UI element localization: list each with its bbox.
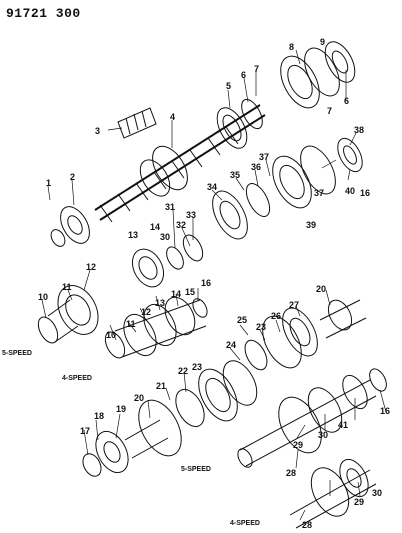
callout-39: 39 bbox=[306, 220, 317, 230]
callout-37-right: 37 bbox=[314, 188, 325, 198]
callout-28-top: 28 bbox=[286, 468, 297, 478]
callout-15: 15 bbox=[185, 287, 196, 297]
part-number-title: 91721 300 bbox=[6, 6, 81, 21]
callout-11-mid: 11 bbox=[126, 319, 136, 329]
callout-3: 3 bbox=[95, 126, 101, 136]
cluster-gear-5-speed bbox=[37, 285, 99, 344]
callout-10-mid: 10 bbox=[106, 330, 117, 340]
callout-35: 35 bbox=[230, 170, 241, 180]
callout-28-bottom: 28 bbox=[302, 520, 313, 530]
ring-set bbox=[131, 234, 204, 288]
callout-4: 4 bbox=[170, 112, 176, 122]
synchronizer-sleeve bbox=[198, 360, 258, 422]
callout-1: 1 bbox=[46, 178, 52, 188]
gear-set-upper bbox=[244, 299, 367, 371]
callout-18: 18 bbox=[94, 411, 105, 421]
callout-31: 31 bbox=[165, 202, 176, 212]
output-shaft-gears bbox=[82, 388, 205, 477]
callout-16-bottom: 16 bbox=[380, 406, 391, 416]
callout-14-mid: 14 bbox=[171, 289, 182, 299]
callout-14-top: 14 bbox=[150, 222, 161, 232]
callout-26: 26 bbox=[271, 311, 282, 321]
callout-33: 33 bbox=[186, 210, 197, 220]
callout-6: 6 bbox=[241, 70, 247, 80]
callout-23-left: 23 bbox=[192, 362, 203, 372]
callout-7-right: 7 bbox=[327, 106, 333, 116]
callout-19: 19 bbox=[116, 404, 127, 414]
mainshaft-5-speed bbox=[237, 368, 387, 468]
bearing bbox=[50, 206, 90, 247]
callout-34: 34 bbox=[207, 182, 218, 192]
callout-6-right: 6 bbox=[344, 96, 350, 106]
callout-10-top: 10 bbox=[38, 292, 49, 302]
leader-lines bbox=[41, 49, 387, 521]
callout-30-top: 30 bbox=[160, 232, 171, 242]
callout-37: 37 bbox=[259, 152, 270, 162]
callout-41: 41 bbox=[338, 420, 349, 430]
callout-17: 17 bbox=[80, 426, 91, 436]
input-shaft bbox=[94, 104, 266, 223]
callout-38: 38 bbox=[354, 125, 365, 135]
callout-13-top: 13 bbox=[128, 230, 139, 240]
cluster-gear-4-speed bbox=[104, 296, 208, 359]
callout-2: 2 bbox=[70, 172, 76, 182]
callout-9: 9 bbox=[320, 37, 326, 47]
callout-29-bottom: 29 bbox=[354, 497, 365, 507]
callout-20-right: 20 bbox=[316, 284, 327, 294]
callout-24: 24 bbox=[226, 340, 237, 350]
mainshaft-4-speed bbox=[289, 458, 377, 529]
callout-16-top: 16 bbox=[360, 188, 371, 198]
synchronizer-group-middle bbox=[212, 137, 363, 240]
callout-11-top: 11 bbox=[62, 282, 72, 292]
callout-8: 8 bbox=[289, 42, 295, 52]
callout-30-bottom: 30 bbox=[372, 488, 383, 498]
callout-22: 22 bbox=[178, 366, 189, 376]
callout-20-left: 20 bbox=[134, 393, 145, 403]
callout-32: 32 bbox=[176, 220, 187, 230]
caption-5-speed-mainshaft: 5-SPEED bbox=[181, 466, 211, 473]
callout-12-top: 12 bbox=[86, 262, 97, 272]
callout-21: 21 bbox=[156, 381, 167, 391]
needle-bearing bbox=[117, 107, 157, 139]
caption-4-speed-mainshaft: 4-SPEED bbox=[230, 520, 260, 527]
callout-27: 27 bbox=[289, 300, 300, 310]
callout-13-mid: 13 bbox=[155, 298, 166, 308]
callout-12-mid: 12 bbox=[141, 307, 152, 317]
callout-7: 7 bbox=[254, 64, 260, 74]
callout-16-mid: 16 bbox=[201, 278, 212, 288]
caption-4-speed-cluster: 4-SPEED bbox=[62, 375, 92, 382]
callout-5: 5 bbox=[226, 81, 232, 91]
callout-29-right: 29 bbox=[293, 440, 304, 450]
callout-36: 36 bbox=[251, 162, 262, 172]
callout-40: 40 bbox=[345, 186, 356, 196]
callout-30-right: 30 bbox=[318, 430, 329, 440]
callout-23-right: 23 bbox=[256, 322, 267, 332]
callout-25: 25 bbox=[237, 315, 248, 325]
synchronizer-group-top bbox=[216, 41, 356, 149]
caption-5-speed-cluster: 5-SPEED bbox=[2, 350, 32, 357]
